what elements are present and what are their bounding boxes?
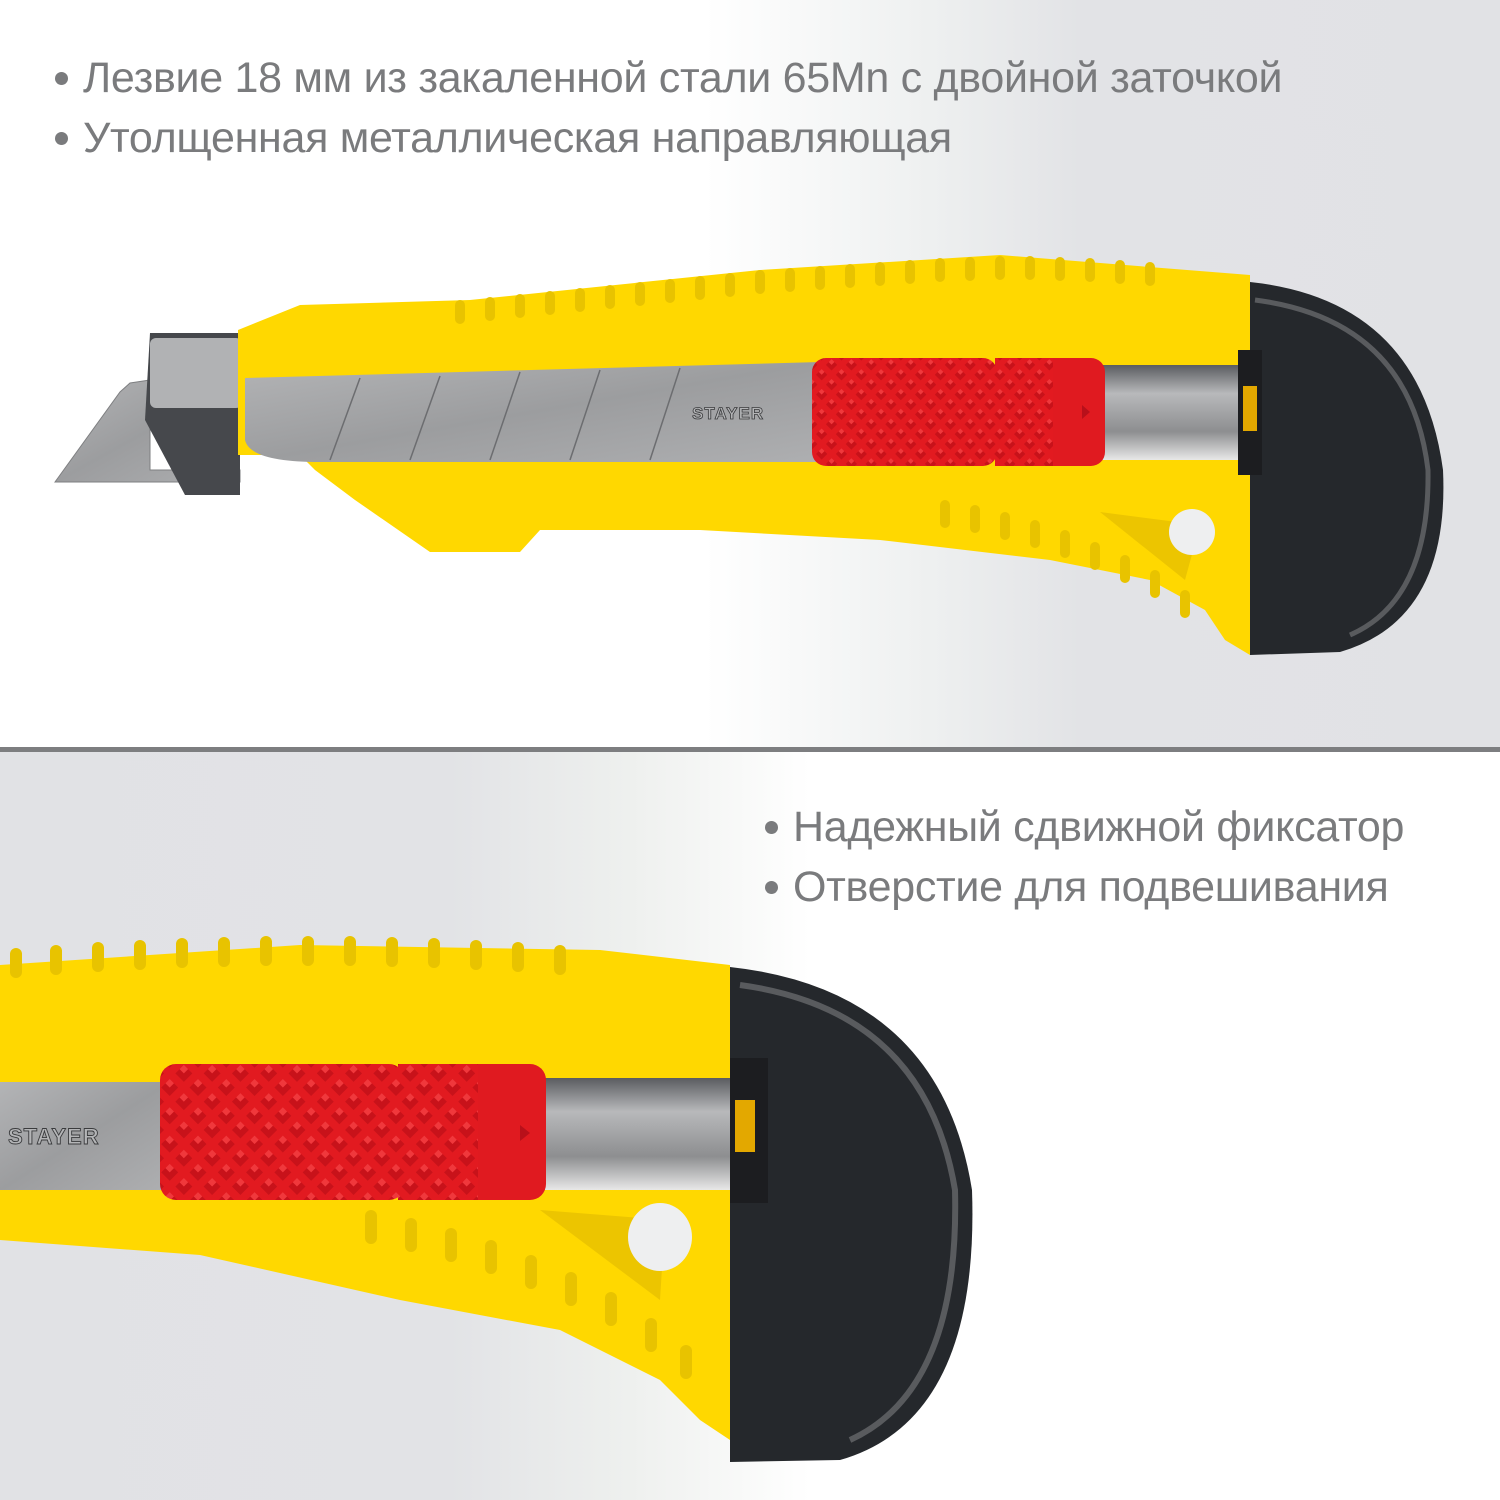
feature-list-bottom: Надежный сдвижной фиксатор Отверстие для… <box>765 797 1404 917</box>
feature-text: Утолщенная металлическая направляющая <box>83 113 952 162</box>
bullet-icon <box>765 820 778 834</box>
metal-rail <box>545 1078 730 1190</box>
blade-brand-text: STAYER <box>8 1124 100 1149</box>
feature-list-top: Лезвие 18 мм из закаленной стали 65Mn с … <box>55 48 1283 168</box>
bottom-panel: Надежный сдвижной фиксатор Отверстие для… <box>0 752 1500 1500</box>
end-cap <box>1250 282 1444 655</box>
feature-text: Отверстие для подвешивания <box>793 862 1389 911</box>
panel-divider <box>0 747 1500 752</box>
utility-knife-full-image: STAYER <box>54 255 1444 655</box>
hanging-hole <box>1169 509 1215 555</box>
feature-item: Утолщенная металлическая направляющая <box>55 108 1282 168</box>
feature-item: Отверстие для подвешивания <box>765 857 1404 917</box>
slider-lock-bottom <box>160 1064 405 1200</box>
feature-text: Надежный сдвижной фиксатор <box>793 802 1405 851</box>
feature-item: Надежный сдвижной фиксатор <box>765 797 1404 857</box>
bullet-icon <box>55 71 68 85</box>
top-panel: Лезвие 18 мм из закаленной стали 65Mn с … <box>0 0 1500 748</box>
bullet-icon <box>765 880 778 894</box>
hanging-hole <box>628 1203 692 1271</box>
feature-item: Лезвие 18 мм из закаленной стали 65Mn с … <box>55 48 1283 108</box>
bullet-icon <box>55 131 68 145</box>
blade-brand-text: STAYER <box>692 404 764 423</box>
blade-segments <box>245 362 820 462</box>
blade-segment <box>0 1082 170 1190</box>
slider-lock-top <box>812 358 997 466</box>
utility-knife-closeup-image: STAYER <box>0 936 973 1462</box>
metal-rail <box>1100 365 1250 460</box>
feature-text: Лезвие 18 мм из закаленной стали 65Mn с … <box>83 53 1283 102</box>
end-cap <box>730 967 973 1462</box>
